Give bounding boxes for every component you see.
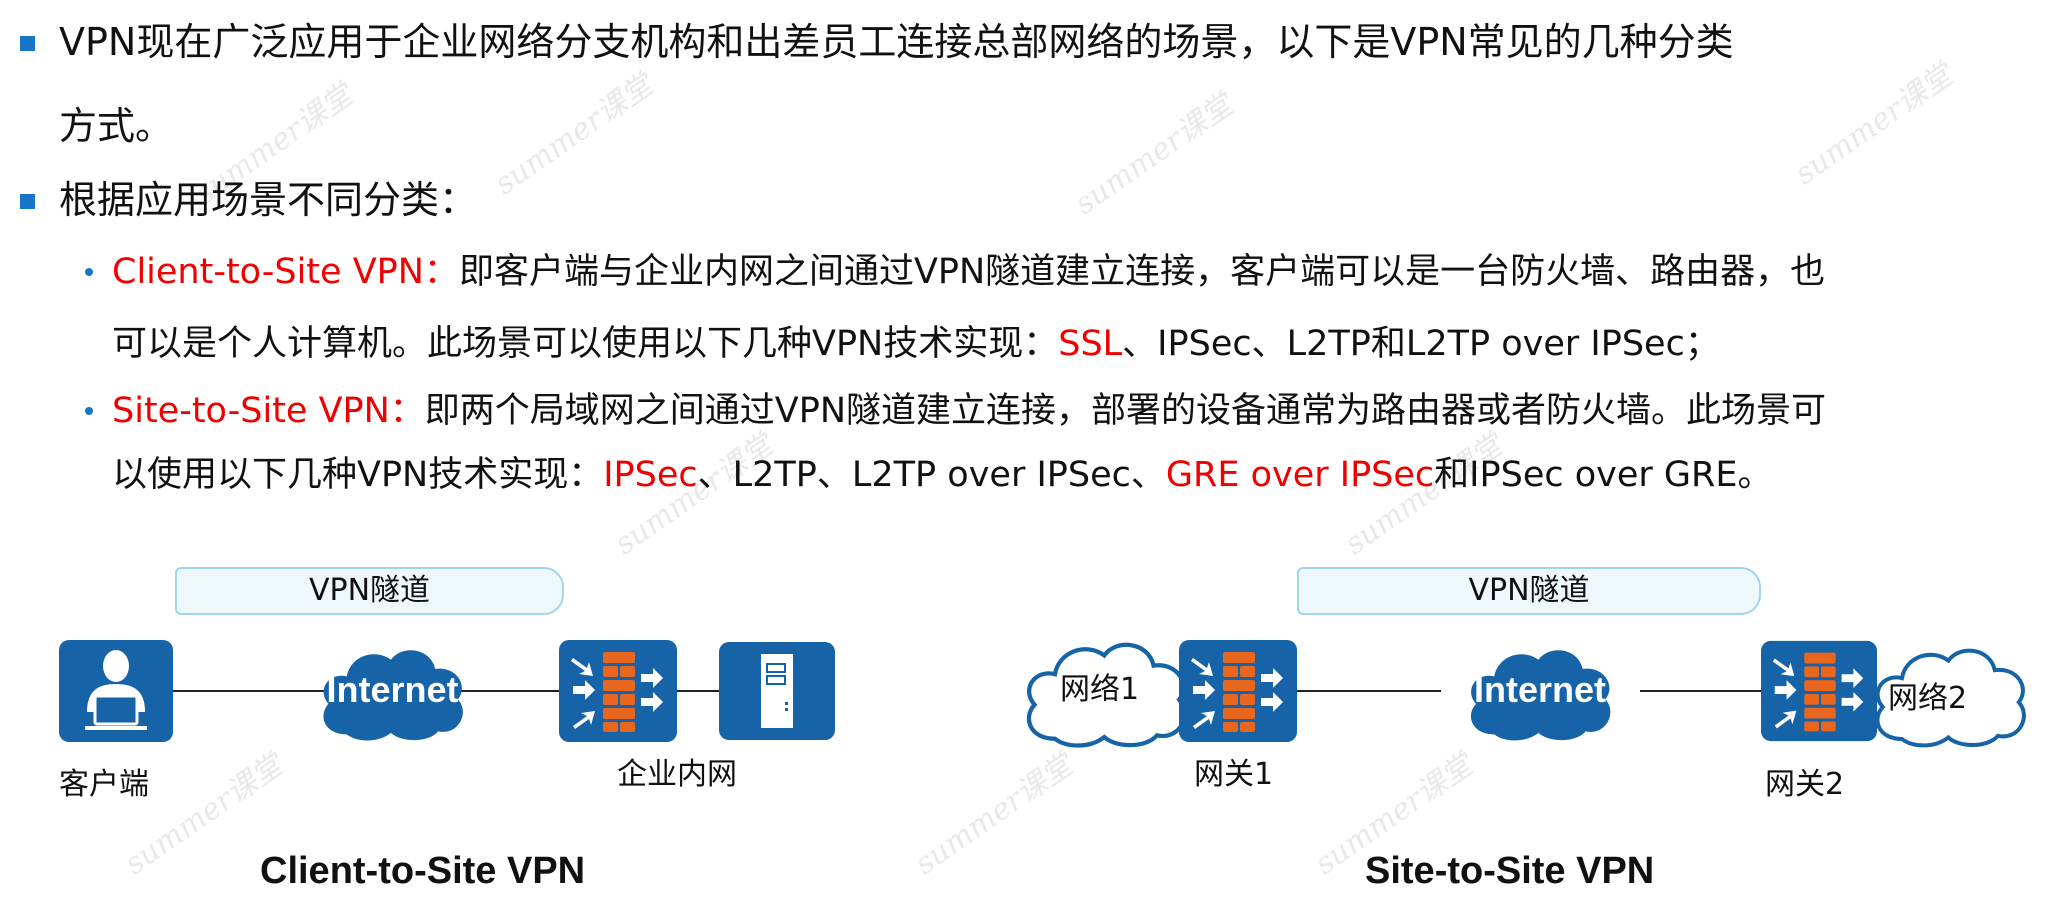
- client-to-site-line-1: Client-to-Site VPN：即客户端与企业内网之间通过VPN隧道建立连…: [112, 255, 1825, 290]
- link-line: [1297, 690, 1441, 692]
- classification-heading: 根据应用场景不同分类：: [59, 178, 478, 222]
- tunnel-label: VPN隧道: [308, 573, 431, 608]
- client-label: 客户端: [59, 767, 149, 802]
- internet-label: Internet: [1473, 669, 1606, 710]
- client-to-site-line-2: 可以是个人计算机。此场景可以使用以下几种VPN技术实现：SSL、IPSec、L2…: [112, 327, 1720, 362]
- site-to-site-title: Site-to-Site VPN: [1365, 850, 1655, 892]
- watermark: summer课堂: [488, 67, 660, 202]
- site-to-site-term: Site-to-Site VPN：: [112, 391, 425, 431]
- internet-label: Internet: [326, 669, 459, 710]
- bullet-dot-icon: [85, 268, 93, 276]
- client-to-site-desc: 即客户端与企业内网之间通过VPN隧道建立连接，客户端可以是一台防火墙、路由器，也: [458, 252, 1826, 292]
- client-user-icon: [59, 640, 173, 742]
- text: 、IPSec、L2TP和L2TP over IPSec；: [1122, 324, 1720, 364]
- gateway1-firewall-icon: [1179, 640, 1297, 742]
- firewall-icon: [559, 640, 677, 742]
- watermark: summer课堂: [908, 747, 1080, 882]
- watermark: summer课堂: [1068, 87, 1240, 222]
- site-to-site-desc: 即两个局域网之间通过VPN隧道建立连接，部署的设备通常为路由器或者防火墙。此场景…: [424, 391, 1827, 431]
- ipsec-highlight: IPSec: [603, 455, 698, 495]
- intro-line-1: VPN现在广泛应用于企业网络分支机构和出差员工连接总部网络的场景，以下是VPN常…: [59, 20, 1734, 64]
- watermark: summer课堂: [1788, 57, 1960, 192]
- tunnel-label: VPN隧道: [1468, 573, 1590, 608]
- intro-line-2: 方式。: [59, 104, 174, 148]
- text: 、L2TP、L2TP over IPSec、: [697, 455, 1166, 495]
- server-icon: [719, 642, 835, 740]
- network1-label: 网络1: [1060, 672, 1140, 707]
- link-line: [1640, 690, 1762, 692]
- gateway2-firewall-icon: [1761, 640, 1877, 742]
- text: 以使用以下几种VPN技术实现：: [112, 455, 604, 495]
- site-to-site-line-1: Site-to-Site VPN：即两个局域网之间通过VPN隧道建立连接，部署的…: [112, 394, 1826, 429]
- client-to-site-title: Client-to-Site VPN: [260, 850, 586, 892]
- text: 可以是个人计算机。此场景可以使用以下几种VPN技术实现：: [112, 324, 1059, 364]
- gre-over-ipsec-highlight: GRE over IPSec: [1165, 455, 1435, 495]
- network2-label: 网络2: [1888, 681, 1968, 716]
- intranet-label: 企业内网: [617, 757, 737, 792]
- gateway1-label: 网关1: [1194, 757, 1274, 792]
- link-line: [677, 690, 719, 692]
- gateway2-label: 网关2: [1765, 767, 1845, 802]
- bullet-square-icon: [20, 36, 35, 51]
- vpn-tunnel-client-to-site: VPN隧道: [175, 567, 564, 615]
- text: 和IPSec over GRE。: [1434, 455, 1773, 495]
- vpn-tunnel-site-to-site: VPN隧道: [1297, 567, 1761, 615]
- bullet-square-icon: [20, 194, 35, 209]
- client-to-site-term: Client-to-Site VPN：: [112, 252, 459, 292]
- ssl-highlight: SSL: [1058, 324, 1123, 364]
- bullet-dot-icon: [85, 407, 93, 415]
- site-to-site-line-2: 以使用以下几种VPN技术实现：IPSec、L2TP、L2TP over IPSe…: [112, 458, 1772, 493]
